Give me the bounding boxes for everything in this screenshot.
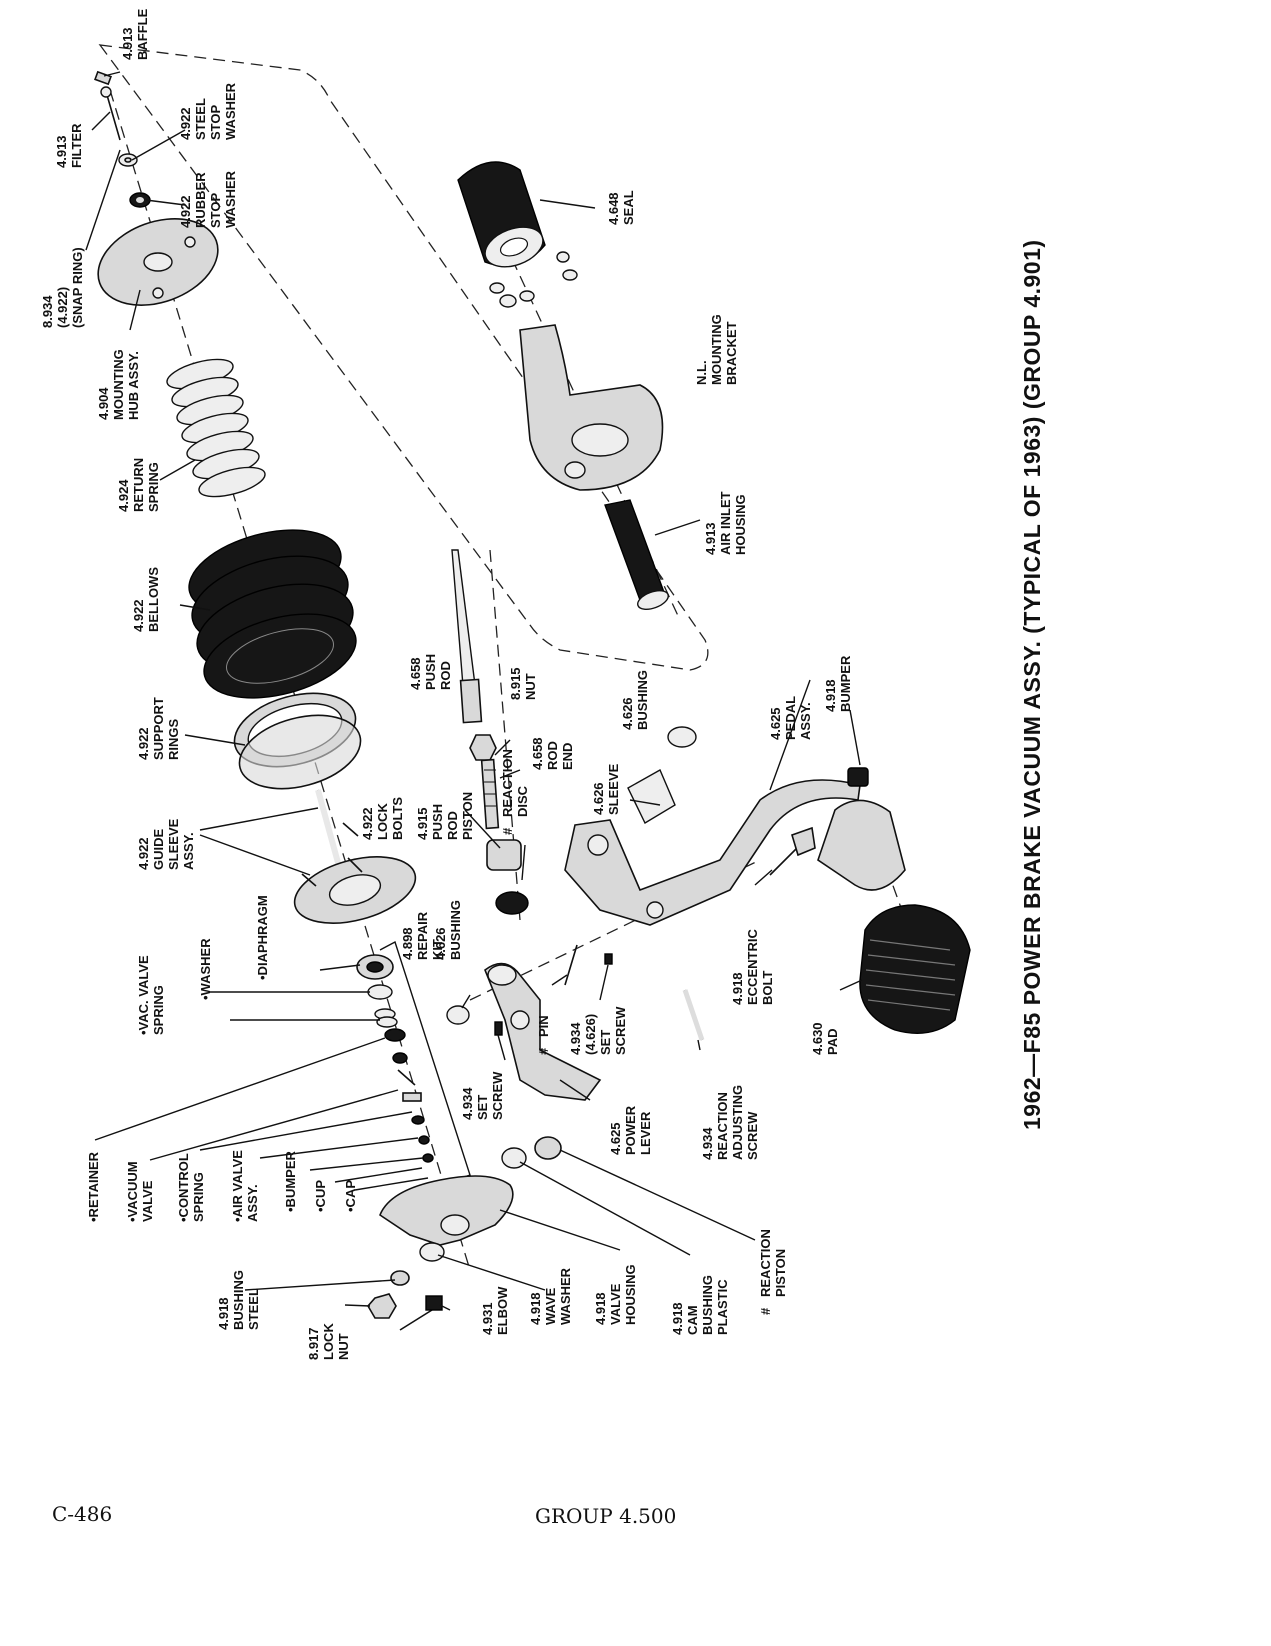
bracket-nuts-part — [489, 251, 578, 308]
bumper-918-part — [847, 767, 869, 787]
label-bushing-steel: 4.918BUSHINGSTEEL — [216, 1270, 261, 1330]
assembly-dashed-outline — [98, 44, 709, 671]
steel-stop-washer-part — [118, 153, 138, 167]
set-screw-part — [494, 1021, 503, 1036]
label-cam-bushing: 4.918CAMBUSHINGPLASTIC — [670, 1275, 730, 1335]
label-bushing-lever: 4.626BUSHING — [433, 900, 463, 960]
label-repair-kit: 4.898REPAIRKIT — [400, 911, 445, 960]
return-spring-part — [166, 358, 266, 498]
label-valve-housing: 4.918VALVEHOUSING — [593, 1264, 638, 1325]
label-cup: •CUP — [313, 1180, 328, 1212]
label-rubber-stop-washer: 4.922RUBBERSTOPWASHER — [178, 170, 238, 228]
lock-bolts-part — [301, 822, 363, 887]
label-air-inlet-housing: 4.913AIR INLETHOUSING — [703, 491, 748, 555]
label-seal: 4.648SEAL — [606, 190, 636, 225]
vac-valve-spring-part — [374, 1008, 398, 1028]
label-rod-end: 4.658RODEND — [530, 737, 575, 770]
label-support-rings: 4.922SUPPORTRINGS — [136, 697, 181, 760]
lock-nut-part — [367, 1293, 397, 1319]
mounting-bracket-part — [519, 324, 664, 491]
push-rod-piston-part — [486, 839, 522, 871]
sleeve-part — [627, 769, 676, 824]
label-reaction-adjusting-screw: 4.934REACTIONADJUSTINGSCREW — [700, 1085, 760, 1160]
label-pin: #PIN — [536, 1015, 551, 1055]
page-code: C-486 — [52, 1502, 113, 1526]
bushing-626-part — [667, 726, 697, 748]
label-return-spring: 4.924RETURNSPRING — [116, 458, 161, 512]
reaction-piston-part — [534, 1136, 562, 1160]
label-sleeve: 4.626SLEEVE — [591, 763, 621, 815]
pad-part — [859, 904, 971, 1035]
diagram-title: 1962—F85 POWER BRAKE VACUUM ASSY. (TYPIC… — [1019, 239, 1045, 1130]
label-set-screw-4626: 4.934(4.626)SETSCREW — [568, 1006, 628, 1055]
support-rings-part — [233, 692, 362, 790]
label-push-rod: 4.658PUSHROD — [408, 654, 453, 690]
washer-part — [367, 984, 393, 1000]
bushing-lever-part — [446, 1005, 470, 1025]
elbow-part — [399, 1295, 443, 1331]
label-bumper-918: 4.918BUMPER — [823, 655, 853, 712]
group-footer: GROUP 4.500 — [535, 1504, 677, 1528]
label-control-spring: •CONTROLSPRING — [176, 1153, 206, 1222]
label-pedal-assy: 4.625PEDALASSY. — [768, 696, 813, 740]
label-pad: 4.630PAD — [810, 1022, 840, 1055]
label-retainer: •RETAINER — [86, 1151, 101, 1222]
pad-bracket-part — [817, 799, 906, 891]
label-steel-stop-washer: 4.922STEELSTOPWASHER — [178, 82, 238, 140]
seal-part — [457, 161, 546, 268]
wave-washer-part — [419, 1242, 445, 1262]
filter-part — [100, 86, 121, 141]
label-bumper-dot: •BUMPER — [283, 1151, 298, 1212]
retainer-part — [384, 1028, 406, 1042]
label-wave-washer: 4.918WAVEWASHER — [528, 1267, 573, 1325]
label-baffle: 4.913BAFFLE — [120, 8, 150, 60]
label-nut: 8.915NUT — [508, 667, 538, 700]
label-reaction-disc: #REACTIONDISC — [500, 749, 530, 835]
power-lever-part — [484, 962, 602, 1101]
label-eccentric-bolt: 4.918ECCENTRICBOLT — [730, 929, 775, 1005]
label-reaction-piston: #REACTIONPISTON — [758, 1229, 788, 1315]
valve-small-parts — [392, 1052, 434, 1163]
set-screw-4626-part — [604, 953, 613, 965]
label-lock-bolts: 4.922LOCKBOLTS — [360, 797, 405, 840]
label-vac-valve-spring: •VAC. VALVESPRING — [136, 955, 166, 1035]
label-set-screw: 4.934SETSCREW — [460, 1071, 505, 1120]
bellows-part — [188, 529, 357, 699]
rod-end-part — [480, 758, 500, 830]
labels: 4.913BAFFLE 4.913FILTER 4.922STEELSTOPWA… — [40, 8, 853, 1360]
label-diaphragm: •DIAPHRAGM — [255, 895, 270, 980]
mounting-hub-part — [97, 218, 219, 306]
push-rod-part — [451, 549, 483, 724]
leader-lines — [85, 71, 863, 1311]
label-bellows: 4.922BELLOWS — [131, 567, 161, 632]
cam-bushing-part — [501, 1147, 527, 1169]
label-elbow: 4.931ELBOW — [480, 1286, 510, 1335]
label-filter: 4.913FILTER — [54, 123, 84, 168]
label-snap-ring: 8.934(4.922)(SNAP RING) — [40, 247, 85, 328]
label-mounting-bracket: N.L.MOUNTINGBRACKET — [694, 314, 739, 385]
reaction-disc-part — [495, 891, 529, 915]
label-vacuum-valve: •VACUUMVALVE — [125, 1161, 155, 1222]
guide-sleeve-part — [293, 789, 417, 924]
bushing-steel-part — [390, 1270, 410, 1286]
label-bushing-626: 4.626BUSHING — [620, 670, 650, 730]
air-inlet-housing-part — [604, 499, 669, 610]
diaphragm-part — [356, 954, 394, 980]
label-lock-nut: 8.917LOCKNUT — [306, 1323, 351, 1360]
label-cap: •CAP — [343, 1180, 358, 1212]
pin-part — [564, 944, 578, 986]
valve-housing-part — [379, 1175, 514, 1246]
nut-part — [469, 734, 497, 761]
reaction-adjusting-screw-part — [682, 989, 705, 1041]
label-power-lever: 4.625POWERLEVER — [608, 1105, 653, 1155]
label-mounting-hub: 4.904MOUNTINGHUB ASSY. — [96, 349, 141, 420]
label-guide-sleeve: 4.922GUIDESLEEVEASSY. — [136, 818, 196, 870]
baffle-part — [94, 70, 112, 86]
label-air-valve-assy: •AIR VALVEASSY. — [230, 1150, 260, 1222]
label-washer: •WASHER — [198, 938, 213, 1000]
eccentric-bolt-part — [769, 826, 816, 876]
label-push-rod-piston: 4.915PUSHRODPISTON — [415, 792, 475, 840]
